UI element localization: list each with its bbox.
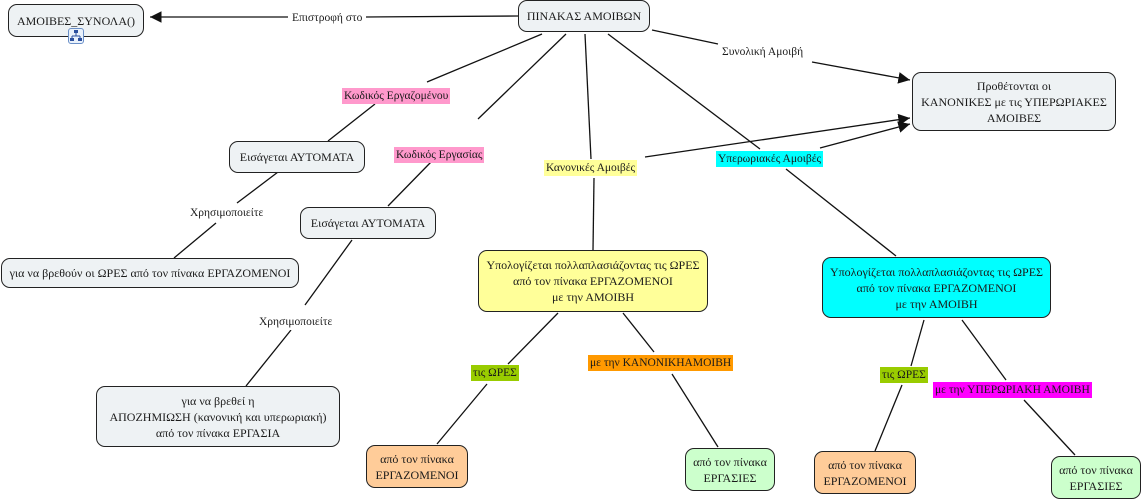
- node-vrethoun-ores-text: για να βρεθούν οι ΩΡΕΣ από τον πίνακα ΕΡ…: [9, 266, 291, 280]
- edge-ypol2-to-ores2: [910, 319, 925, 367]
- edge-kanonikh-to-ergasies1: [671, 373, 719, 448]
- node-ergazomenoi-1[interactable]: από τον πίνακα ΕΡΓΑΖΟΜΕΝΟΙ: [366, 445, 468, 488]
- edge-yperoriakh-to-ergasies2: [1023, 399, 1076, 456]
- edge-root-to-epistrofi: [365, 15, 519, 18]
- edge-kanonikes-to-ypologizetai1: [592, 177, 595, 251]
- edge-yperoriakes-to-prostithentai: [819, 121, 911, 149]
- label-kodikos-ergazomenou: Κωδικός Εργαζομένου: [342, 88, 451, 104]
- edge-root-to-synoliki: [651, 29, 719, 45]
- node-amoibes-synola-text: ΑΜΟΙΒΕΣ_ΣΥΝΟΛΑ(): [16, 13, 136, 28]
- node-ergasies-2[interactable]: από τον πίνακα ΕΡΓΑΣΙΕΣ: [1051, 456, 1141, 499]
- node-prostithentai[interactable]: Προθέτονται οι ΚΑΝΟΝΙΚΕΣ με τις ΥΠΕΡΩΡΙΑ…: [912, 72, 1116, 131]
- edge-ores2-to-ergaz2: [874, 384, 903, 452]
- edge-xrisi1-to-vrethoun: [173, 222, 217, 259]
- edge-yperoriakes-to-ypologizetai2: [785, 168, 897, 257]
- node-ergasies-1[interactable]: από τον πίνακα ΕΡΓΑΣΙΕΣ: [685, 448, 775, 491]
- label-kanonikes-amoibes: Κανονικές Αμοιβές: [544, 160, 638, 176]
- node-eisagetai-2[interactable]: Εισάγεται ΑΥΤΟΜΑΤΑ: [300, 207, 436, 239]
- node-eisagetai-1[interactable]: Εισάγεται ΑΥΤΟΜΑΤΑ: [229, 141, 365, 173]
- edge-ypol1-to-ores1: [507, 312, 559, 365]
- node-ypologizetai-yperoriakes[interactable]: Υπολογίζεται πολλαπλασιάζοντας τις ΩΡΕΣ …: [822, 257, 1051, 318]
- edge-root-to-yperoriakes: [607, 33, 761, 150]
- label-tis-ores-1: τις ΩΡΕΣ: [471, 365, 519, 381]
- edge-kod-ergasias-to-eisagetai2: [387, 161, 432, 207]
- label-kanonikh-amoibh: με την ΚΑΝΟΝΙΚΗΑΜΟΙΒΗ: [588, 355, 734, 371]
- node-eisagetai-2-text: Εισάγεται ΑΥΤΟΜΑΤΑ: [310, 216, 426, 230]
- edge-ypol2-to-yperoriakh: [961, 319, 1007, 381]
- label-xrisimopoieite-2: Χρησιμοποιείτε: [257, 314, 335, 330]
- node-vrethei-apozimiosi[interactable]: για να βρεθεί η ΑΠΟΖΗΜΙΩΣΗ (κανονική και…: [96, 386, 340, 447]
- edge-eisagetai1-to-xrisi1: [236, 171, 279, 204]
- node-amoibes-synola[interactable]: ΑΜΟΙΒΕΣ_ΣΥΝΟΛΑ(): [8, 4, 144, 37]
- node-ergasies-1-text: από τον πίνακα ΕΡΓΑΣΙΕΣ: [693, 454, 767, 485]
- node-ergazomenoi-1-text: από τον πίνακα ΕΡΓΑΖΟΜΕΝΟΙ: [375, 451, 459, 482]
- edge-synoliki-to-prostithentai: [811, 61, 911, 84]
- node-vrethei-apozimiosi-text: για να βρεθεί η ΑΠΟΖΗΜΙΩΣΗ (κανονική και…: [109, 393, 327, 440]
- node-pinakas-amoibon[interactable]: ΠΙΝΑΚΑΣ ΑΜΟΙΒΩΝ: [518, 0, 650, 32]
- hierarchy-icon-glyph: [70, 30, 82, 41]
- label-yperoriakh-amoibh: με την ΥΠΕΡΩΡΙΑΚΗ ΑΜΟΙΒΗ: [933, 382, 1092, 398]
- label-xrisimopoieite-1: Χρησιμοποιείτε: [188, 205, 266, 221]
- hierarchy-link-icon[interactable]: [68, 28, 84, 44]
- edge-ypol1-to-kanonikh: [622, 312, 655, 353]
- edge-xrisi2-to-vrethei: [245, 329, 292, 387]
- node-ypologizetai-yperoriakes-text: Υπολογίζεται πολλαπλασιάζοντας τις ΩΡΕΣ …: [829, 264, 1044, 311]
- label-kodikos-ergasias: Κωδικός Εργασίας: [394, 147, 485, 163]
- node-ypologizetai-kanonikes[interactable]: Υπολογίζεται πολλαπλασιάζοντας τις ΩΡΕΣ …: [478, 250, 708, 312]
- edge-kod-ergaz-to-eisagetai1: [327, 103, 376, 142]
- node-eisagetai-1-text: Εισάγεται ΑΥΤΟΜΑΤΑ: [239, 150, 355, 164]
- edge-root-to-kod-ergasias: [477, 33, 567, 120]
- edge-root-to-kod-ergaz: [426, 33, 543, 83]
- node-prostithentai-text: Προθέτονται οι ΚΑΝΟΝΙΚΕΣ με τις ΥΠΕΡΩΡΙΑ…: [921, 78, 1107, 125]
- label-synoliki-amoibi: Συνολική Αμοιβή: [720, 44, 806, 60]
- label-tis-ores-2: τις ΩΡΕΣ: [880, 367, 928, 383]
- node-ergazomenoi-2-text: από τον πίνακα ΕΡΓΑΖΟΜΕΝΟΙ: [823, 457, 907, 488]
- edge-root-to-kanonikes: [584, 33, 592, 160]
- node-ergazomenoi-2[interactable]: από τον πίνακα ΕΡΓΑΖΟΜΕΝΟΙ: [814, 451, 916, 494]
- node-vrethoun-ores[interactable]: για να βρεθούν οι ΩΡΕΣ από τον πίνακα ΕΡ…: [1, 258, 299, 288]
- node-ypologizetai-kanonikes-text: Υπολογίζεται πολλαπλασιάζοντας τις ΩΡΕΣ …: [486, 258, 700, 304]
- node-ergasies-2-text: από τον πίνακα ΕΡΓΑΣΙΕΣ: [1059, 462, 1133, 493]
- node-pinakas-amoibon-text: ΠΙΝΑΚΑΣ ΑΜΟΙΒΩΝ: [526, 9, 642, 23]
- edge-eisagetai2-to-xrisi2: [304, 239, 353, 306]
- label-yperoriakes-amoibes: Υπερωριακές Αμοιβές: [716, 151, 824, 167]
- label-epistrofi: Επιστροφή στο: [290, 10, 365, 26]
- edge-kanonikes-to-prostithentai: [644, 113, 911, 158]
- edge-ores1-to-ergaz1: [436, 383, 488, 445]
